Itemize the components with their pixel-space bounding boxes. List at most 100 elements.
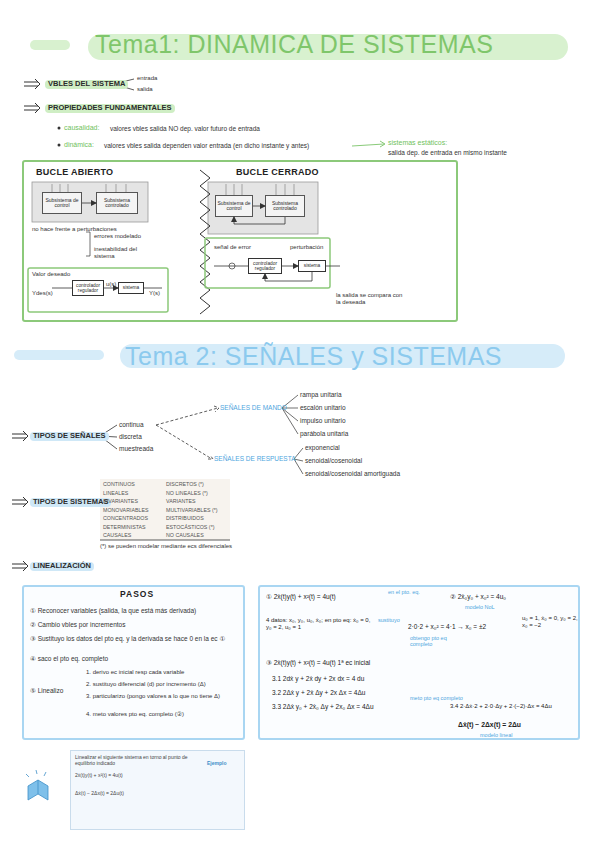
box-text: ④ saco el pto eq. completo	[30, 655, 240, 662]
page-title: Tema1: DINAMICA DE SISTEMAS	[95, 30, 493, 59]
controller-box: controlador regulador	[248, 258, 282, 274]
box-text: 3.3 2Δẋ y₀ + 2ẋ₀ Δy + 2x₀ Δx = 4Δu	[272, 703, 374, 710]
note-label: senoidal/cosenoidal amortiguada	[305, 470, 400, 477]
green-arrow	[352, 141, 385, 147]
box-text: controlador regulador	[73, 283, 103, 293]
note-label: dinámica:	[64, 141, 94, 149]
bullet	[58, 144, 61, 147]
box-text: sistema	[304, 263, 321, 268]
note-label: rampa unitaria	[300, 391, 342, 398]
bracket	[86, 232, 90, 256]
note-label: parábola unitaria	[300, 430, 348, 437]
table-cell: MONOVARIABLES	[103, 507, 149, 513]
box-text: 3.4 2·Δẋ·2 + 2·0·Δy + 2·(−2)·Δx = 4Δu	[450, 703, 578, 710]
table-cell: DISCRETOS (*)	[166, 481, 204, 487]
table-cell: ESTOCÁSTICOS (*)	[166, 524, 214, 530]
box-heading: PASOS	[120, 590, 154, 600]
note-label: señal de error	[214, 244, 251, 251]
subsystem-box: Subsistema controlado	[96, 192, 138, 214]
table-cell: CAUSALES	[103, 532, 131, 538]
box-text: sustituyo	[378, 617, 400, 623]
box-heading: ① 2ẋ(t)y(t) + x²(t) = 4u(t)	[266, 593, 336, 600]
note-label: discreta	[119, 433, 142, 440]
signal-wire	[52, 288, 162, 289]
plant-box: sistema	[298, 260, 326, 272]
box-text: obtengo pto eq completo	[410, 635, 470, 648]
note-label: salida dep. de entrada en mismo instante	[388, 149, 507, 156]
note-label: escalón unitario	[300, 404, 346, 411]
io-lines	[226, 184, 294, 195]
note-label: LINEALIZACIÓN	[30, 562, 94, 571]
note-label: impulso unitario	[300, 417, 346, 424]
heading-brush	[14, 350, 104, 360]
table-cell: MULTIVARIABLES (*)	[166, 507, 218, 513]
bullet	[58, 127, 61, 130]
note-label: (*) se pueden modelar mediante ecs difer…	[100, 543, 232, 550]
note-label: TIPOS DE SEÑALES	[30, 432, 109, 441]
box-text: ② 2ẋ₀y₀ + x₀² = 4u₀	[450, 593, 506, 600]
note-label: no hace frente a perturbaciones	[32, 226, 117, 233]
note-label: SEÑALES DE MANDO	[220, 404, 287, 411]
box-text: 3.1 2dẋ y + 2ẋ dy + 2x dx = 4 du	[272, 675, 364, 682]
box-text: Subsistema de control	[216, 201, 252, 212]
note-label: entrada	[137, 75, 157, 82]
box-text: modelo lineal	[480, 732, 512, 738]
box-text: controlador regulador	[249, 261, 281, 271]
box-text: 3.2 2Δẋ y + 2ẋ Δy + 2x Δx = 4Δu	[272, 689, 365, 696]
box-text: Subsistema controlado	[266, 201, 304, 212]
table-cell: CONCENTRADOS	[103, 515, 148, 521]
note-label: inestabilidad del sistema	[94, 246, 156, 260]
box-text: ② Cambio vbles por incrementos	[30, 621, 240, 628]
signal-connector	[282, 266, 298, 267]
block-image	[32, 182, 148, 222]
box-text: en el pto. eq.	[388, 589, 420, 595]
note-label: Tema 2: SEÑALES y SISTEMAS	[125, 342, 502, 371]
note-label: continua	[119, 421, 144, 428]
note-label: u(s)	[106, 281, 116, 288]
note-label: valores vbles salida dependen valor entr…	[104, 142, 309, 149]
example-box: ① 2ẋ(t)y(t) + x²(t) = 4u(t) en el pto. eq…	[258, 585, 580, 740]
box-text: ① Reconocer variables (salida, la que es…	[30, 607, 240, 614]
table-cell: NO CAUSALES	[166, 532, 204, 538]
steps-box: PASOS ① Reconocer variables (salida, la q…	[22, 585, 245, 740]
block-image	[208, 182, 318, 234]
box-text: ⑤ Linealizo	[30, 687, 80, 694]
sketch-frame	[205, 238, 330, 288]
note-label: la salida se compara con la deseada	[336, 292, 406, 306]
note-label: senoidal/cosenoidal	[305, 457, 362, 464]
box-text: Subsistema controlado	[97, 198, 137, 209]
box-text: ③ 2ẋ(t)y(t) + x²(t) = 4u(t) 1ª ec inicia…	[266, 659, 370, 666]
note-label: causalidad:	[64, 124, 99, 132]
table-cell: VARIANTES	[166, 498, 196, 504]
plant-box: sistema	[118, 282, 144, 294]
subsystem-box: Subsistema de control	[215, 195, 253, 217]
note-label: VBLES DEL SISTEMA	[45, 80, 128, 89]
box-text: Subsistema de control	[43, 198, 81, 209]
table-cell: DISTRIBUIDOS	[166, 515, 204, 521]
note-label: Y(s)	[149, 290, 160, 297]
note-label: Valor deseado	[32, 271, 70, 278]
table-cell: CONTINUOS	[103, 481, 135, 487]
controller-box: controlador regulador	[72, 280, 104, 296]
note-label: muestreada	[119, 445, 153, 452]
subsystem-box: Subsistema de control	[42, 192, 82, 214]
box-text: Linealizar el siguiente sistema en torno…	[75, 755, 200, 767]
note-label: valores vbles salida NO dep. valor futur…	[110, 125, 260, 132]
note-label: salida	[137, 86, 153, 93]
note-label: SEÑALES DE RESPUESTA	[214, 455, 296, 462]
note-label: Ydes(s)	[32, 290, 53, 297]
table-cell: LINEALES	[103, 490, 128, 496]
note-label: errores modelado	[94, 233, 141, 240]
sum-point	[229, 263, 235, 269]
box-text: u₀ = 1, ẋ₀ = 0, y₀ = 2, x₀ = −2	[522, 615, 578, 629]
box-text: Ejemplo	[207, 761, 226, 767]
box-text: 4 datos: x₀, y₀, u₀, ẋ₀; en pto eq: ẋ₀ =…	[266, 617, 371, 631]
dashed-lines	[156, 406, 219, 459]
box-text: sistema	[123, 285, 140, 290]
sketch-frame	[28, 268, 168, 312]
table-cell: INVARIANTES	[103, 498, 138, 504]
table-rule	[100, 540, 230, 541]
box-text: 2ẋ(t)y(t) + x²(t) = 4u(t)	[75, 773, 123, 779]
